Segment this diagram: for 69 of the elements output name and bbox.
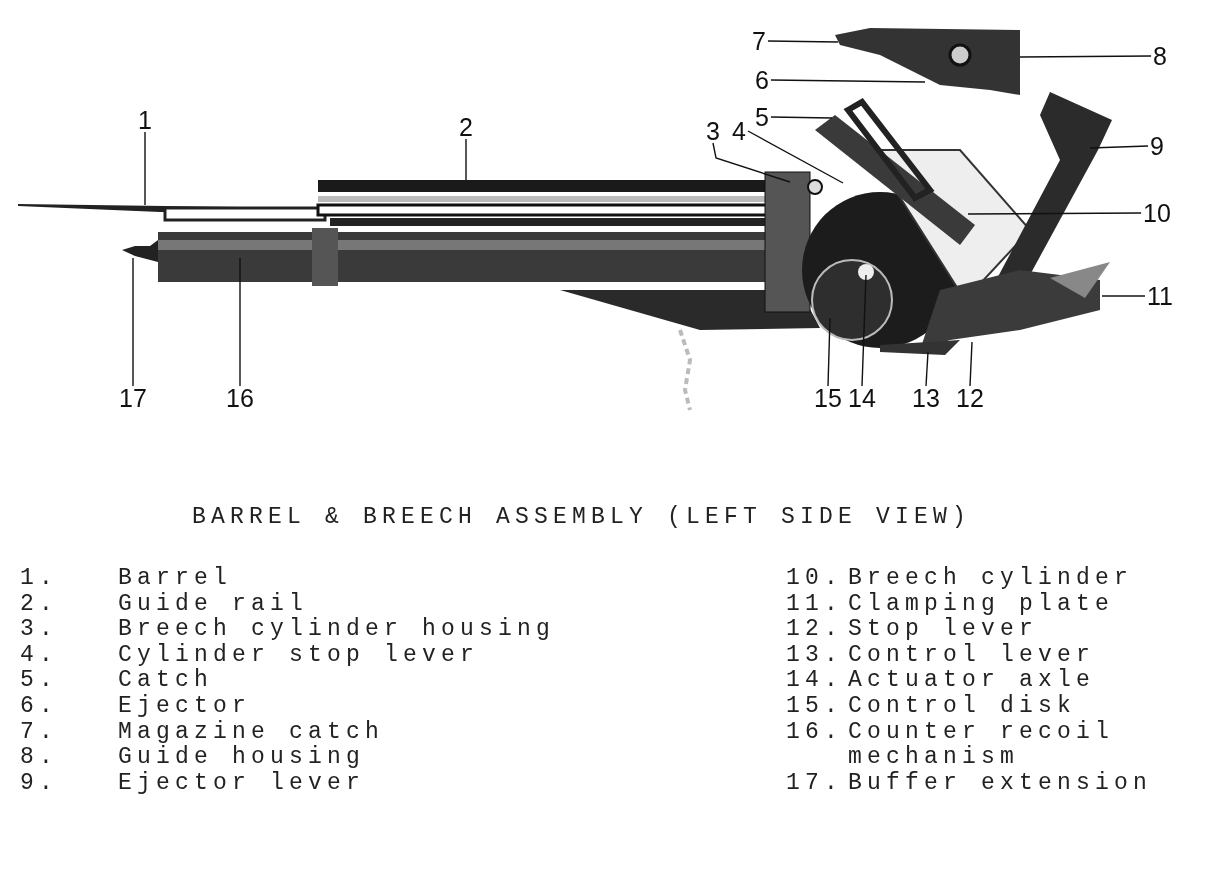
part-number: 4. bbox=[20, 642, 58, 669]
callout-number: 15 bbox=[814, 384, 842, 412]
leader-line bbox=[132, 257, 134, 387]
callout-number: 10 bbox=[1143, 199, 1171, 227]
leader-line bbox=[767, 40, 839, 43]
part-name: Magazine catch bbox=[118, 719, 386, 745]
part-name: Guide housing bbox=[118, 745, 367, 771]
part-number: 11. bbox=[786, 591, 843, 618]
leader-line bbox=[712, 142, 791, 183]
figure-caption: BARREL & BREECH ASSEMBLY (LEFT SIDE VIEW) bbox=[192, 505, 972, 531]
part-name: Ejector lever bbox=[118, 770, 367, 797]
callout-number: 4 bbox=[732, 117, 746, 145]
callout-number: 7 bbox=[752, 27, 766, 55]
part-name: Barrel bbox=[118, 566, 233, 592]
part-name: Breech cylinder housing bbox=[118, 617, 557, 643]
leader-line bbox=[770, 116, 833, 119]
leader-line bbox=[239, 257, 241, 387]
part-number: 16. bbox=[786, 719, 843, 746]
part-number: 14. bbox=[786, 668, 843, 694]
part-number: 17. bbox=[786, 770, 843, 797]
leader-line bbox=[861, 274, 867, 387]
leader-line bbox=[969, 341, 973, 387]
leader-line bbox=[967, 212, 1142, 215]
callout-number: 2 bbox=[459, 113, 473, 141]
part-name: Clamping plate bbox=[848, 591, 1116, 617]
leader-line bbox=[465, 138, 467, 181]
callout-number: 3 bbox=[706, 117, 720, 145]
part-name: Buffer extension bbox=[848, 770, 1154, 797]
leader-line bbox=[827, 317, 831, 387]
part-number: 6. bbox=[20, 694, 58, 720]
part-number: 2. bbox=[20, 591, 58, 618]
part-number: 13. bbox=[786, 642, 843, 669]
callout-number: 14 bbox=[848, 384, 876, 412]
leader-line bbox=[747, 130, 844, 184]
callout-number: 17 bbox=[119, 384, 147, 412]
part-name: Cylinder stop lever bbox=[118, 642, 481, 668]
part-name: Catch bbox=[118, 668, 214, 694]
callout-number: 8 bbox=[1153, 42, 1167, 70]
callout-number: 5 bbox=[755, 103, 769, 131]
part-number: 7. bbox=[20, 719, 58, 746]
leader-line bbox=[770, 79, 926, 83]
part-name: Control lever bbox=[848, 642, 1097, 668]
callout-number: 12 bbox=[956, 384, 984, 412]
part-name: Counter recoil mechanism bbox=[848, 719, 1116, 771]
callout-number: 13 bbox=[912, 384, 940, 412]
leader-line bbox=[925, 351, 929, 387]
part-number: 15. bbox=[786, 694, 843, 720]
part-name: Actuator axle bbox=[848, 668, 1097, 694]
part-number: 8. bbox=[20, 745, 58, 771]
callout-number: 11 bbox=[1147, 282, 1173, 310]
part-number: 10. bbox=[786, 566, 843, 592]
callout-number: 1 bbox=[138, 106, 152, 134]
part-number: 5. bbox=[20, 668, 58, 694]
part-number: 9. bbox=[20, 770, 58, 797]
part-name: Ejector bbox=[118, 694, 253, 720]
leader-line bbox=[1019, 55, 1152, 58]
part-number: 1. bbox=[20, 566, 58, 592]
callout-number: 6 bbox=[755, 66, 769, 94]
leader-line bbox=[144, 131, 146, 206]
part-name: Stop lever bbox=[848, 617, 1040, 643]
callout-number: 9 bbox=[1150, 132, 1164, 160]
leader-line bbox=[1101, 295, 1146, 297]
part-name: Control disk bbox=[848, 694, 1078, 720]
callout-number: 16 bbox=[226, 384, 254, 412]
part-number: 3. bbox=[20, 617, 58, 643]
part-name: Guide rail bbox=[118, 591, 310, 617]
part-number: 12. bbox=[786, 617, 843, 643]
leader-line bbox=[1089, 145, 1149, 149]
part-name: Breech cylinder bbox=[848, 566, 1135, 592]
